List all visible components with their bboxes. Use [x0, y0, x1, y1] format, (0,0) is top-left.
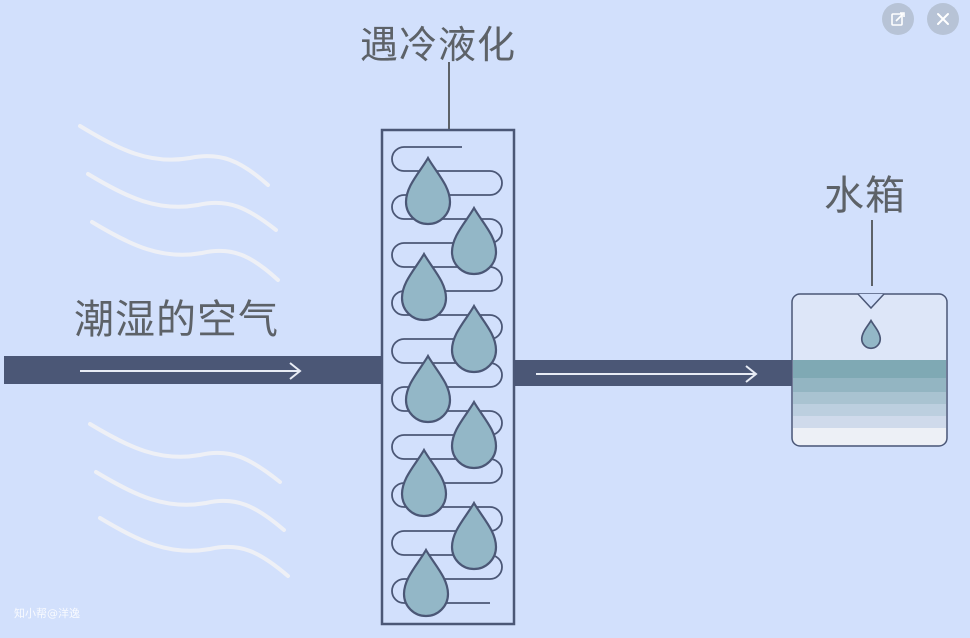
- watermark: 知小帮@洋逸: [14, 607, 80, 620]
- humid-air-label: 潮湿的空气: [74, 297, 279, 343]
- flow-arrow-inlet: [80, 362, 302, 380]
- edit-image-icon: [891, 12, 905, 26]
- edit-image-button[interactable]: [882, 3, 914, 35]
- water-tank: [791, 293, 948, 447]
- flow-arrow-outlet: [536, 365, 758, 383]
- humid-air-waves-upper: [78, 124, 280, 282]
- condensation-label: 遇冷液化: [360, 23, 517, 67]
- water-tank-label: 水箱: [824, 173, 906, 219]
- close-button[interactable]: [927, 3, 959, 35]
- close-icon: [937, 13, 949, 25]
- humid-air-waves-lower: [88, 422, 290, 578]
